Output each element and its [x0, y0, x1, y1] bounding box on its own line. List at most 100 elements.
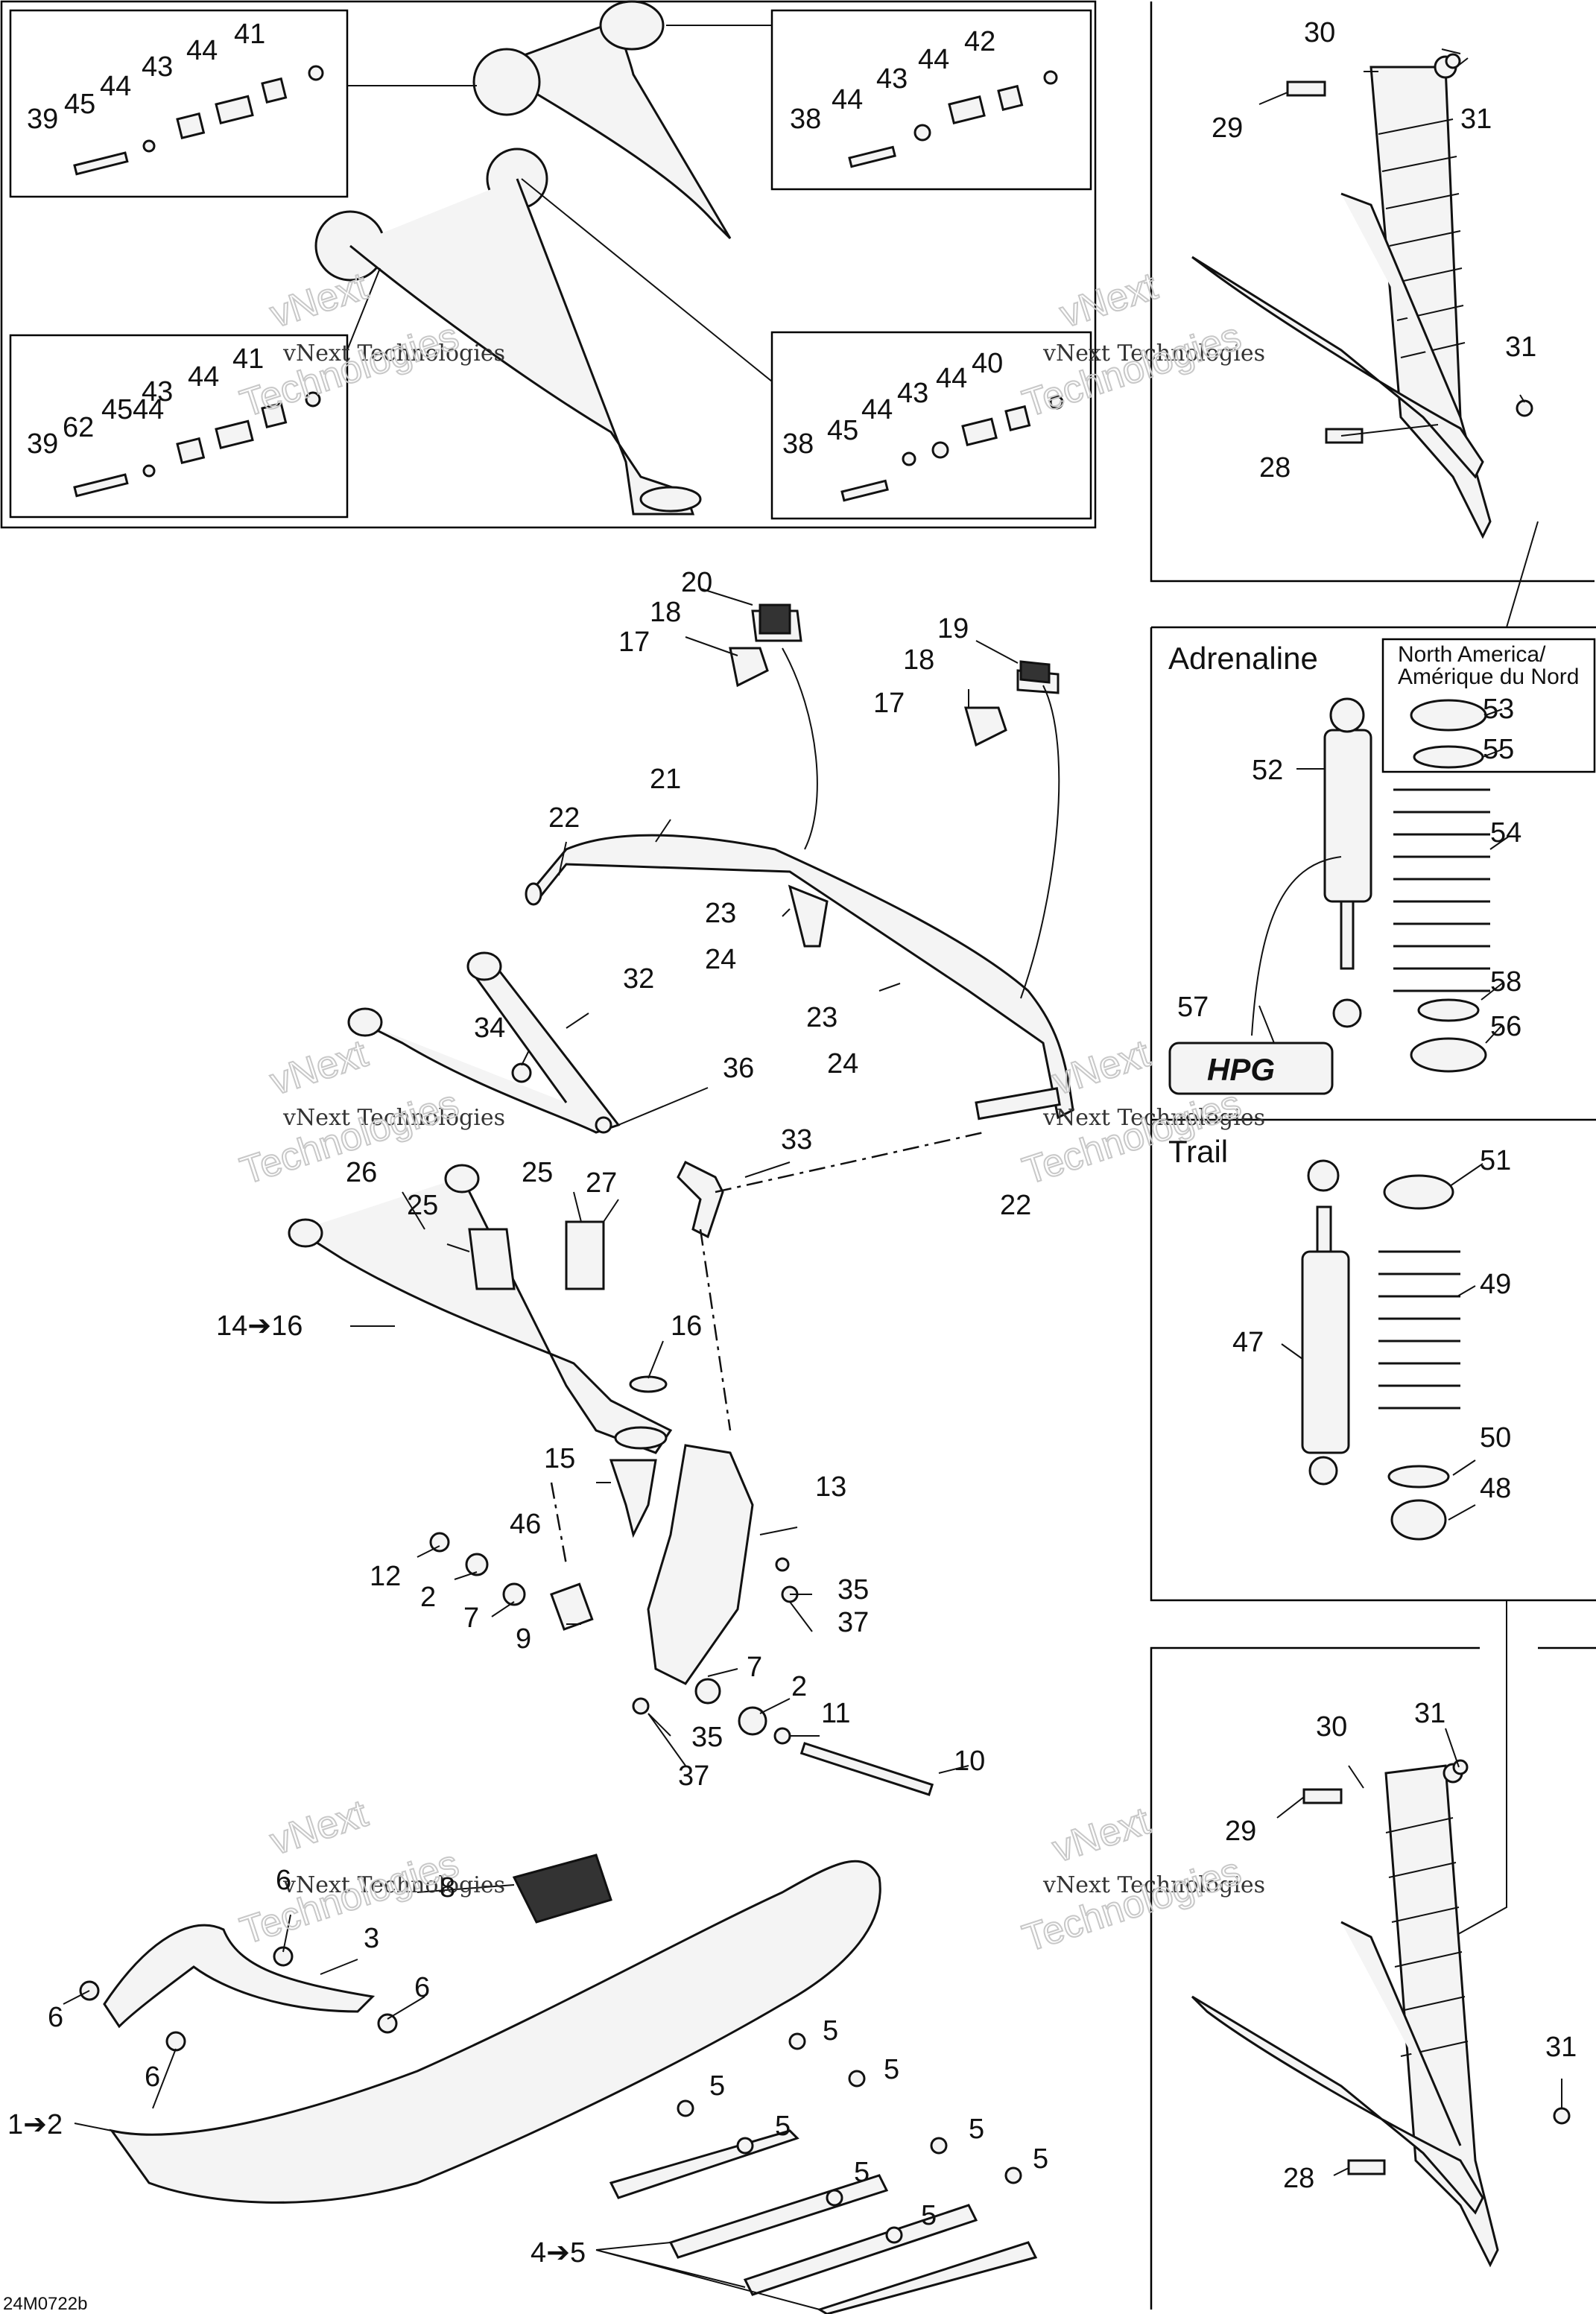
link-rod — [975, 1087, 1061, 1120]
nut — [511, 1062, 532, 1083]
callout-38: 38 — [790, 104, 821, 135]
bolt — [848, 145, 896, 168]
callout-2: 2 — [420, 1582, 436, 1613]
spring-coils — [1378, 118, 1466, 358]
connector-line-top — [1506, 521, 1539, 628]
shock-spring-lower — [1384, 1764, 1499, 2268]
callout-44: 44 — [188, 361, 219, 393]
washer — [738, 1706, 767, 1736]
callout-1-2: 1➔2 — [7, 2109, 63, 2140]
watermark-vnext-technologies: vNext Technologies — [1042, 1105, 1265, 1131]
callouts: 39 45 44 43 44 41 38 44 43 44 42 39 62 4… — [7, 17, 1577, 2269]
callout-31: 31 — [1414, 1698, 1445, 1729]
callout-28: 28 — [1259, 452, 1291, 484]
bracket-small — [788, 884, 829, 948]
callout-5: 5 — [1033, 2143, 1048, 2175]
bushing — [1004, 405, 1031, 432]
callout-43: 43 — [142, 376, 173, 408]
nut — [377, 2013, 398, 2034]
callout-5: 5 — [969, 2114, 984, 2145]
adrenaline-frame — [1150, 626, 1596, 1602]
adrenaline-title: Adrenaline — [1168, 641, 1318, 676]
spring-coils — [1385, 1817, 1469, 2057]
callout-5: 5 — [854, 2157, 870, 2188]
bolt — [840, 479, 889, 502]
callout-41: 41 — [232, 343, 264, 375]
nut — [165, 2031, 186, 2052]
washer-50 — [1387, 1465, 1450, 1489]
callout-44: 44 — [133, 394, 164, 425]
callout-5: 5 — [823, 2015, 838, 2047]
callout-19: 19 — [937, 613, 969, 644]
callout-62: 62 — [63, 412, 94, 443]
callout-49: 49 — [1480, 1269, 1511, 1300]
inset-hardware — [73, 65, 1064, 502]
callout-30: 30 — [1304, 17, 1335, 48]
inset-top-left — [9, 9, 349, 198]
bushing-dark — [759, 603, 791, 635]
watermark-vnext-technologies: vNext Technologies — [282, 1872, 505, 1898]
lower-a-arm-bottom-right — [1191, 1921, 1484, 2215]
leader — [1258, 48, 1525, 437]
callout-6: 6 — [145, 2061, 160, 2093]
watermarks: vNext vNext Technologies Technologies vN… — [235, 264, 1265, 1961]
bushing — [997, 84, 1024, 112]
callout-47: 47 — [1232, 1327, 1264, 1358]
sleeve — [948, 95, 986, 125]
nut — [788, 2032, 806, 2050]
clamp-right — [565, 1220, 605, 1290]
ski-handle — [103, 1924, 376, 2029]
callout-44: 44 — [861, 394, 893, 425]
callout-45: 45 — [827, 415, 858, 446]
ski-handle-pad — [512, 1854, 612, 1924]
ski-assembly — [63, 1854, 1038, 2314]
shock-eye — [1307, 1159, 1340, 1192]
bracket — [964, 706, 1007, 747]
nut — [1445, 53, 1461, 69]
bolt — [1286, 80, 1326, 97]
leader — [558, 588, 1019, 992]
callout-41: 41 — [234, 19, 265, 50]
callout-22: 22 — [548, 802, 580, 834]
spring-seat-48 — [1390, 1499, 1447, 1541]
inset-mid-left — [9, 334, 349, 519]
callout-44: 44 — [832, 84, 863, 115]
trail-title: Trail — [1168, 1134, 1228, 1169]
watermark-technologies: Technologies — [235, 314, 464, 425]
link-curve — [782, 647, 1060, 999]
shock-frame-bottom — [1150, 1646, 1596, 2310]
spring-49 — [1378, 1250, 1460, 1410]
shock-rod — [1340, 900, 1355, 970]
callout-39: 39 — [27, 428, 58, 460]
lower-a-arm-top — [349, 178, 695, 516]
nut — [736, 2137, 754, 2155]
bushing-eye — [444, 1164, 480, 1194]
bolt — [73, 151, 129, 176]
spring-retainer-51 — [1383, 1174, 1454, 1210]
bushing — [261, 402, 288, 429]
shock-absorber-52 — [1323, 729, 1372, 903]
spring-seat-56 — [1410, 1037, 1487, 1073]
callout-13: 13 — [815, 1471, 846, 1503]
callout-34: 34 — [474, 1012, 505, 1044]
middle-a-arms — [288, 951, 984, 1796]
callout-46: 46 — [510, 1509, 541, 1540]
callout-5: 5 — [884, 2054, 899, 2085]
lower-a-arm-middle — [297, 1176, 673, 1454]
callout-17: 17 — [873, 688, 905, 719]
sleeve — [215, 419, 254, 450]
callout-40: 40 — [972, 348, 1003, 379]
callout-57: 57 — [1177, 992, 1209, 1023]
bolt — [1347, 2159, 1386, 2175]
callout-31: 31 — [1460, 104, 1492, 135]
bushing — [176, 112, 206, 140]
amerique-du-nord-label: Amérique du Nord — [1398, 665, 1579, 689]
callout-8: 8 — [440, 1872, 455, 1903]
leader — [63, 1884, 820, 2310]
nut — [826, 2189, 843, 2207]
nut — [1452, 1759, 1469, 1775]
callout-44: 44 — [186, 35, 218, 66]
callout-37: 37 — [837, 1607, 869, 1638]
